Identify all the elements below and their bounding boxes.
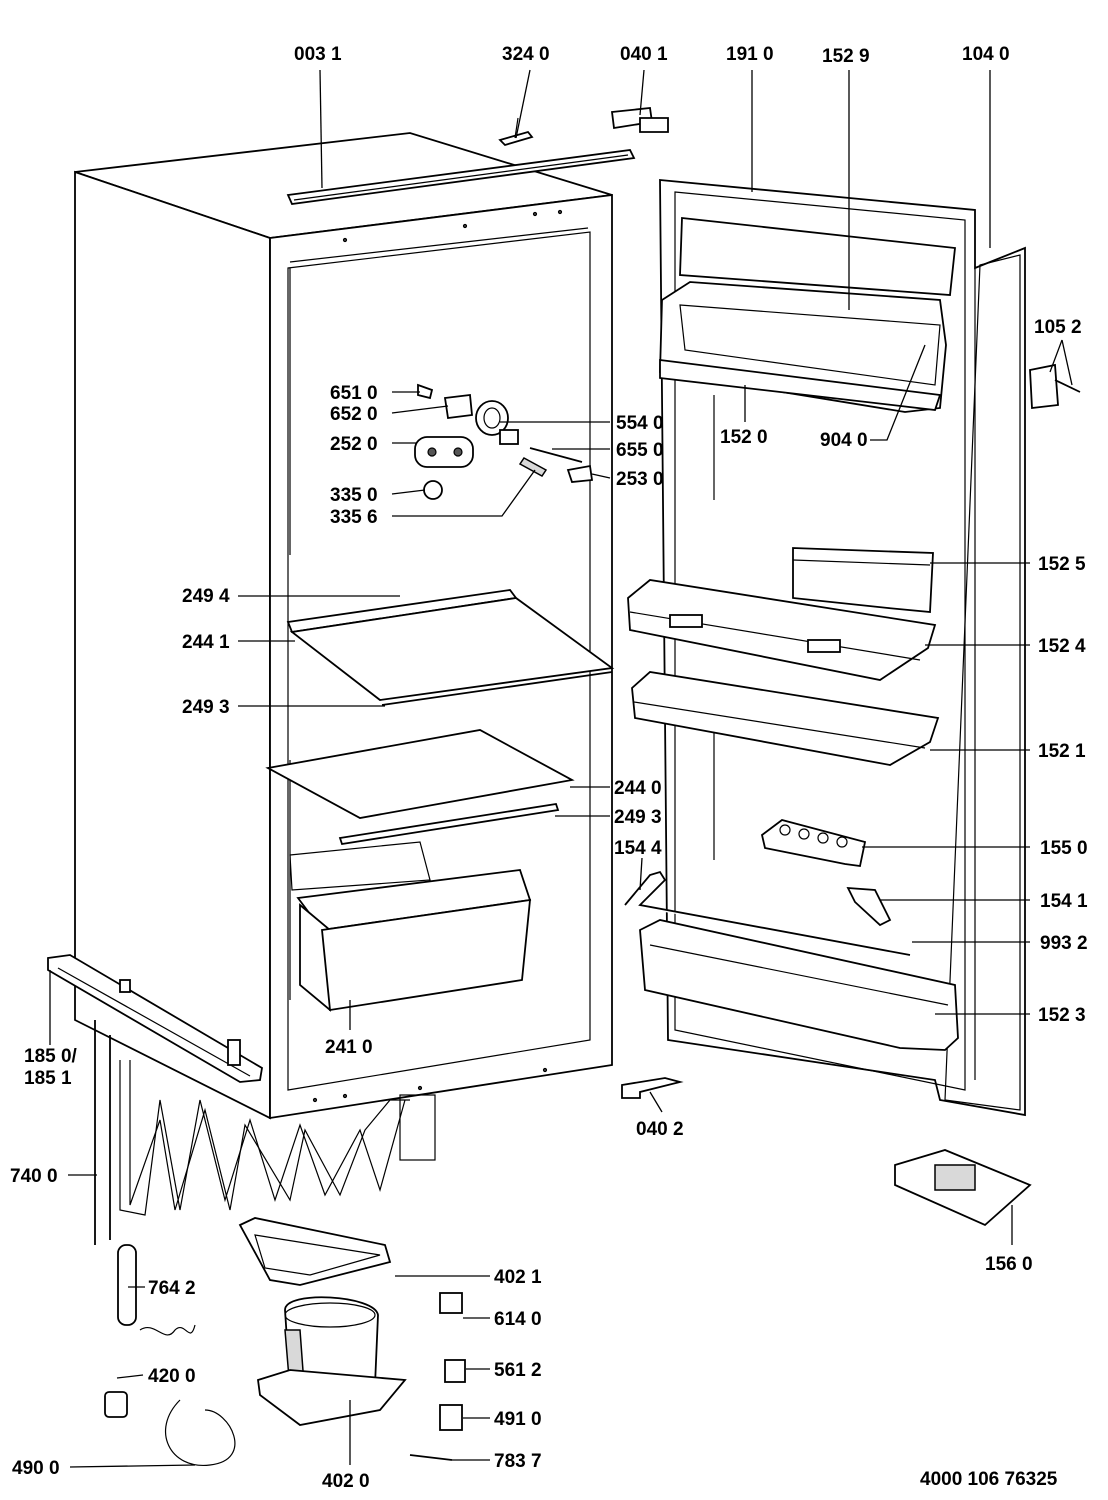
label-335-6: 335 6 bbox=[330, 507, 378, 528]
label-783-7: 783 7 bbox=[494, 1451, 542, 1472]
label-651-0: 651 0 bbox=[330, 383, 378, 404]
label-156-0: 156 0 bbox=[985, 1254, 1033, 1275]
label-904-0: 904 0 bbox=[820, 430, 868, 451]
label-152-5: 152 5 bbox=[1038, 554, 1086, 575]
label-152-9: 152 9 bbox=[822, 46, 870, 67]
label-764-2: 764 2 bbox=[148, 1278, 196, 1299]
label-244-1: 244 1 bbox=[182, 632, 230, 653]
crisper-drawer bbox=[289, 841, 532, 1012]
label-249-4: 249 4 bbox=[182, 586, 230, 607]
label-154-4: 154 4 bbox=[614, 838, 662, 859]
label-152-4: 152 4 bbox=[1038, 636, 1086, 657]
small-components bbox=[104, 1292, 466, 1466]
document-number: 4000 106 76325 bbox=[920, 1469, 1058, 1490]
hinge-right bbox=[1029, 363, 1081, 410]
label-740-0: 740 0 bbox=[10, 1166, 58, 1187]
label-155-0: 155 0 bbox=[1040, 838, 1088, 859]
label-104-0: 104 0 bbox=[962, 44, 1010, 65]
upper-shelf bbox=[286, 589, 615, 706]
label-152-3: 152 3 bbox=[1038, 1005, 1086, 1026]
condenser bbox=[94, 1020, 436, 1245]
label-152-0: 152 0 bbox=[720, 427, 768, 448]
fridge-door bbox=[624, 179, 1026, 1117]
label-040-1: 040 1 bbox=[620, 44, 668, 65]
leader-lines bbox=[49, 69, 1073, 1468]
label-253-0: 253 0 bbox=[616, 469, 664, 490]
label-154-1: 154 1 bbox=[1040, 891, 1088, 912]
label-152-1: 152 1 bbox=[1038, 741, 1086, 762]
drier-filter bbox=[117, 1244, 196, 1336]
label-652-0: 652 0 bbox=[330, 404, 378, 425]
hinge-bracket-top bbox=[610, 107, 669, 133]
part-labels: 003 1 324 0 040 1 191 0 152 9 104 0 105 … bbox=[10, 44, 1088, 1492]
label-252-0: 252 0 bbox=[330, 434, 378, 455]
label-003-1: 003 1 bbox=[294, 44, 342, 65]
lower-shelf bbox=[265, 729, 575, 846]
label-655-0: 655 0 bbox=[616, 440, 664, 461]
label-185-0: 185 0/ bbox=[24, 1046, 78, 1067]
hinge-bracket-bottom bbox=[621, 1077, 684, 1099]
label-614-0: 614 0 bbox=[494, 1309, 542, 1330]
label-554-0: 554 0 bbox=[616, 413, 664, 434]
label-185-1: 185 1 bbox=[24, 1068, 72, 1089]
label-105-2: 105 2 bbox=[1034, 317, 1082, 338]
bottom-trim-strip bbox=[47, 954, 263, 1083]
label-420-0: 420 0 bbox=[148, 1366, 196, 1387]
label-490-0: 490 0 bbox=[12, 1458, 60, 1479]
label-561-2: 561 2 bbox=[494, 1360, 542, 1381]
ice-cube-tray bbox=[894, 1149, 1032, 1227]
label-324-0: 324 0 bbox=[502, 44, 550, 65]
label-244-0: 244 0 bbox=[614, 778, 662, 799]
label-402-1: 402 1 bbox=[494, 1267, 542, 1288]
label-249-3-upper: 249 3 bbox=[182, 697, 230, 718]
label-491-0: 491 0 bbox=[494, 1409, 542, 1430]
label-249-3-lower: 249 3 bbox=[614, 807, 662, 828]
label-040-2: 040 2 bbox=[636, 1119, 684, 1140]
label-993-2: 993 2 bbox=[1040, 933, 1088, 954]
label-335-0: 335 0 bbox=[330, 485, 378, 506]
label-241-0: 241 0 bbox=[325, 1037, 373, 1058]
label-402-0: 402 0 bbox=[322, 1471, 370, 1492]
thermostat-assembly bbox=[414, 383, 594, 500]
label-191-0: 191 0 bbox=[726, 44, 774, 65]
compressor bbox=[238, 1217, 407, 1426]
